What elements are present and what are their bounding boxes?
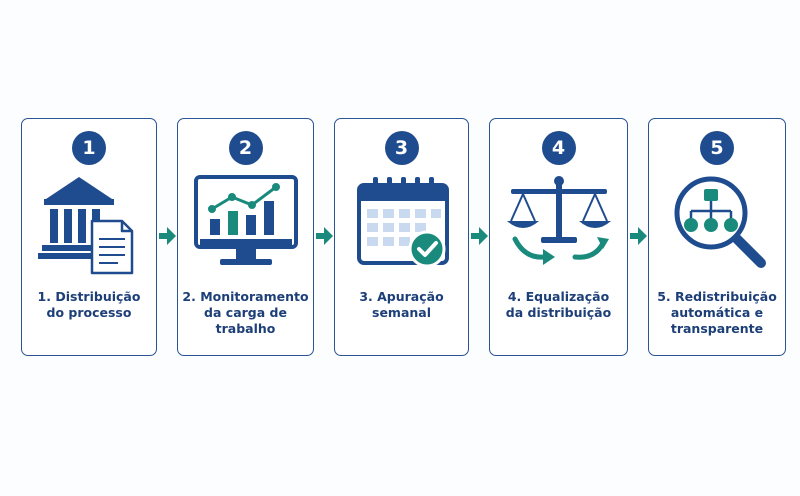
step-label-line-2: da carga de trabalho xyxy=(204,305,287,336)
arrow-right-icon xyxy=(159,227,176,245)
step-label-line-2: automática e xyxy=(670,305,764,320)
magnifier-hierarchy-icon xyxy=(649,169,785,279)
step-label-line-1: 3. Apuração xyxy=(359,289,444,304)
arrow-right-icon xyxy=(630,227,647,245)
step-label-line-2: semanal xyxy=(372,305,431,320)
step-label-line-1: 4. Equalização xyxy=(507,289,610,304)
step-label: 2. Monitoramento da carga de trabalho xyxy=(182,289,309,337)
step-number-badge: 5 xyxy=(700,131,734,165)
step-label: 4. Equalização da distribuição xyxy=(494,289,623,321)
step-number-badge: 4 xyxy=(541,131,576,165)
step-label-line-1: 2. Monitoramento xyxy=(182,289,309,304)
balance-scale-icon xyxy=(490,169,627,279)
step-card-4: 4 4. Equalização da distribuição xyxy=(489,118,628,356)
step-card-3: 3 3. Apuração semanal xyxy=(334,118,469,356)
step-label: 5. Redistribuição automática e transpare… xyxy=(653,289,781,337)
step-number-badge: 2 xyxy=(228,131,263,165)
step-card-2: 2 2. Monitoramento da carga de trabalho xyxy=(177,118,314,356)
monitor-chart-icon xyxy=(178,169,313,279)
arrow-right-icon xyxy=(471,227,488,245)
calendar-check-icon xyxy=(335,169,468,279)
step-number-badge: 3 xyxy=(384,131,419,165)
step-label-line-3: transparente xyxy=(670,321,764,336)
arrow-right-icon xyxy=(316,227,333,245)
step-label-line-1: 5. Redistribuição xyxy=(657,289,777,304)
step-label-line-2: da distribuição xyxy=(505,305,612,320)
step-label-line-2: do processo xyxy=(46,305,132,320)
step-card-5: 5 5. Redistribuição automática e transpa… xyxy=(648,118,786,356)
courthouse-document-icon xyxy=(22,169,156,279)
step-label-line-1: 1. Distribuição xyxy=(37,289,141,304)
step-card-1: 1 1. Distribuição xyxy=(21,118,157,356)
step-label: 1. Distribuição do processo xyxy=(26,289,152,321)
step-label: 3. Apuração semanal xyxy=(339,289,464,321)
step-number-badge: 1 xyxy=(72,131,106,165)
